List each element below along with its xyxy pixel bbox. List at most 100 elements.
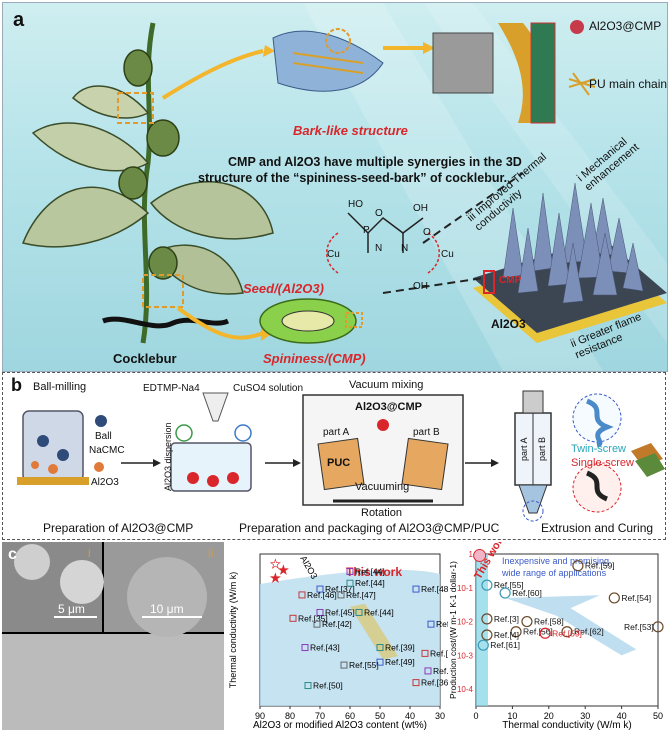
this-work-star: ★ xyxy=(270,557,281,571)
data-point xyxy=(561,626,573,638)
data-point xyxy=(376,644,384,652)
x-tick-label: 60 xyxy=(345,711,355,721)
x-tick-label: 50 xyxy=(653,711,663,721)
y-tick-label: 10-4 xyxy=(457,685,474,694)
data-point xyxy=(346,579,354,587)
chem-label-9: Cu xyxy=(441,249,454,260)
cmp-tag: CMP xyxy=(499,275,522,286)
sem-overlay xyxy=(14,544,207,637)
step-3-label: Extrusion and Curing xyxy=(541,521,654,535)
nacmc-label: NaCMC xyxy=(89,445,125,456)
panel-a: a Bark-like structure Al2O3@CMP PU main … xyxy=(2,2,668,372)
data-point-label: Ref.[59] xyxy=(552,628,582,638)
x-tick-label: 40 xyxy=(617,711,627,721)
data-point-label: Ref.[3] xyxy=(494,614,519,624)
chem-label-0: HO xyxy=(348,199,363,210)
bark-label: Bark-like structure xyxy=(293,123,408,138)
data-point xyxy=(421,649,429,657)
this-work-star: ★ xyxy=(278,563,289,577)
data-point-label: Ref.[44] xyxy=(355,567,385,577)
puc-label: PUC xyxy=(327,457,351,469)
y-tick-label: 1 xyxy=(469,550,474,559)
data-point-label: Ref.[37] xyxy=(325,584,355,594)
trend-arrow xyxy=(350,603,398,660)
al2o3-tag: Al2O3 xyxy=(491,317,526,331)
data-point-label: Ref.[49] xyxy=(385,657,415,667)
data-point xyxy=(481,629,493,641)
data-point-label: Ref.[35] xyxy=(298,613,328,623)
part-a-label: part A xyxy=(323,427,350,438)
ball-milling-label: Ball-milling xyxy=(33,381,87,393)
data-point-label: Ref.[46] xyxy=(307,590,337,600)
single-screw-label: Single-screw xyxy=(571,457,634,469)
data-point-label: Ref.[53] xyxy=(624,622,654,632)
data-point xyxy=(510,626,522,638)
data-point xyxy=(572,560,584,572)
sem-image-cross-section xyxy=(2,634,224,730)
x-tick-label: 90 xyxy=(255,711,265,721)
data-point xyxy=(521,615,533,628)
legend-pu-chain: PU main chain xyxy=(589,77,668,91)
part-b-label: part B xyxy=(413,427,440,438)
data-point xyxy=(340,661,348,669)
composite-label: Al2O3@CMP xyxy=(355,401,422,413)
synergy-line-2: structure of the “spininess-seed-bark” o… xyxy=(198,171,508,185)
y-tick-label: 10-1 xyxy=(457,584,474,593)
data-point-label: Ref.[4] xyxy=(494,630,519,640)
cocklebur-label: Cocklebur xyxy=(113,351,177,366)
data-point xyxy=(427,620,435,628)
data-point-label: Ref.[47] xyxy=(346,590,376,600)
data-point-label: Ref.[42] xyxy=(322,619,352,629)
data-point-label: Ref.[44] xyxy=(364,607,394,617)
ball-label: Ball xyxy=(95,431,112,442)
x-axis-label: Al2O3 or modified Al2O3 content (wt%) xyxy=(253,720,427,731)
panel-c: c i ii 5 μm 10 μm xyxy=(2,542,224,730)
data-point-label: Ref.[60] xyxy=(512,588,542,598)
data-point-label: Ref.[59] xyxy=(585,561,615,571)
data-point xyxy=(499,587,511,599)
chem-label-6: N xyxy=(401,243,409,254)
x-axis-label: Thermal conductivity (W/m k) xyxy=(502,720,631,731)
y-tick-label: 10-2 xyxy=(457,618,474,627)
data-point-label: Ref.[51] xyxy=(433,666,448,676)
syringe-part-b: part B xyxy=(537,436,547,461)
panel-b: b Ball-milling Ball NaCMC Al2O3 EDTMP-Na… xyxy=(2,372,666,540)
data-point xyxy=(304,682,312,690)
panel-c-sub-i: i xyxy=(88,546,91,560)
spininess-label: Spininess/(CMP) xyxy=(263,351,366,366)
panel-c-sub-ii: ii xyxy=(208,546,214,560)
dispersion-label: Al2O3 dispersion xyxy=(163,422,173,491)
x-tick-label: 30 xyxy=(435,711,445,721)
rotation-label: Rotation xyxy=(361,507,402,519)
chem-label-8: OH xyxy=(413,281,428,292)
annotation-line-2: wide range of applications xyxy=(501,568,607,578)
cuso4-label: CuSO4 solution xyxy=(233,383,304,394)
panel-a-illustration xyxy=(21,3,667,371)
data-point-label: Ref.[39] xyxy=(385,643,415,653)
chem-label-7: Cu xyxy=(327,249,340,260)
shaded-region xyxy=(260,569,440,706)
scale-bar-ii: 10 μm xyxy=(150,602,184,616)
data-point-label: Ref.[45] xyxy=(325,607,355,617)
data-point-label: Ref.[62] xyxy=(574,627,604,637)
data-point xyxy=(337,591,345,599)
data-point-label: Ref.[58] xyxy=(534,617,564,627)
data-point xyxy=(477,639,489,651)
data-point-label: Ref.[54] xyxy=(621,593,651,603)
chem-label-4: O xyxy=(423,227,431,238)
data-point xyxy=(376,658,384,666)
data-point xyxy=(289,614,297,622)
vacuum-mixing-label: Vacuum mixing xyxy=(349,379,424,391)
data-point xyxy=(355,608,363,616)
data-point xyxy=(298,591,306,599)
plot-area xyxy=(475,553,659,707)
twin-screw-label: Twin-screw xyxy=(571,443,627,455)
step-1-label: Preparation of Al2O3@CMP xyxy=(43,521,194,535)
x-tick-label: 20 xyxy=(544,711,554,721)
syringe-part-a: part A xyxy=(519,437,529,461)
chem-label-1: OH xyxy=(413,203,428,214)
scale-bar-i: 5 μm xyxy=(58,602,85,616)
